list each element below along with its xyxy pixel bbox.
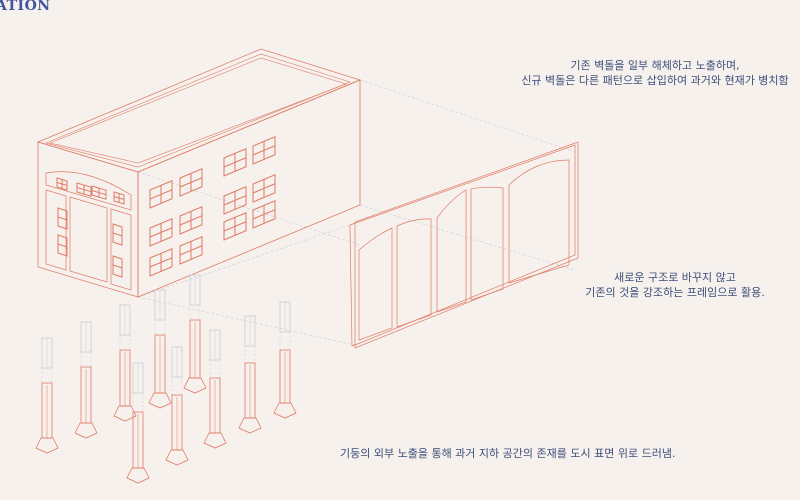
exposed-columns: [35, 274, 297, 484]
window: [179, 236, 203, 265]
column-footing: [35, 437, 59, 454]
column-footing: [183, 377, 207, 394]
column: [165, 346, 189, 466]
window: [57, 234, 68, 257]
column: [148, 289, 172, 409]
column-footing: [238, 417, 262, 434]
column: [126, 362, 150, 484]
window: [252, 200, 276, 229]
frame-note: 새로운 구조로 바꾸지 않고 기존의 것을 강조하는 프레임으로 활용.: [570, 270, 780, 300]
wall-note-line-1: 기존 벽돌을 일부 해체하고 노출하며,: [570, 59, 740, 72]
column-footing: [74, 422, 98, 439]
window: [91, 185, 107, 200]
column: [203, 329, 227, 449]
window: [179, 168, 203, 197]
window: [112, 223, 123, 246]
frame-note-line-2: 기존의 것을 강조하는 프레임으로 활용.: [585, 286, 765, 299]
column-footing: [165, 449, 189, 466]
window: [113, 191, 125, 205]
columns-note: 기둥의 외부 노출을 통해 과거 지하 공간의 존재를 도시 표면 위로 드러냄…: [340, 447, 676, 460]
building-side-facade: [137, 79, 361, 298]
window: [112, 255, 123, 278]
window: [223, 186, 247, 215]
window: [223, 148, 247, 177]
building-front-facade: [37, 141, 139, 298]
column-footing: [273, 402, 297, 419]
column-footing: [148, 392, 172, 409]
window: [179, 206, 203, 235]
window: [149, 248, 173, 277]
column: [35, 337, 59, 454]
arched-transom: [45, 171, 132, 211]
column-footing: [113, 405, 137, 422]
front-door: [69, 196, 108, 283]
window: [252, 174, 276, 203]
column: [238, 315, 262, 434]
existing-building: [36, 48, 362, 298]
window: [57, 207, 68, 230]
projection-lines: [137, 79, 576, 346]
window: [223, 212, 247, 241]
window: [149, 180, 173, 209]
column: [273, 301, 297, 419]
arched-frame-wall: [349, 141, 579, 349]
frame-note-line-1: 새로운 구조로 바꾸지 않고: [614, 271, 736, 284]
window: [252, 136, 276, 165]
column-footing: [126, 467, 150, 484]
window: [149, 218, 173, 247]
column: [74, 321, 98, 439]
column-footing: [203, 432, 227, 449]
window: [76, 182, 92, 197]
wall-note: 기존 벽돌을 일부 해체하고 노출하며, 신규 벽돌은 다른 패턴으로 삽입하여…: [490, 58, 800, 88]
page-title: ATION: [0, 0, 51, 14]
building-windows: [56, 136, 276, 278]
wall-note-line-2: 신규 벽돌은 다른 패턴으로 삽입하여 과거와 현재가 병치함: [521, 74, 789, 87]
column: [113, 304, 137, 422]
window: [56, 177, 68, 191]
column: [183, 274, 207, 394]
